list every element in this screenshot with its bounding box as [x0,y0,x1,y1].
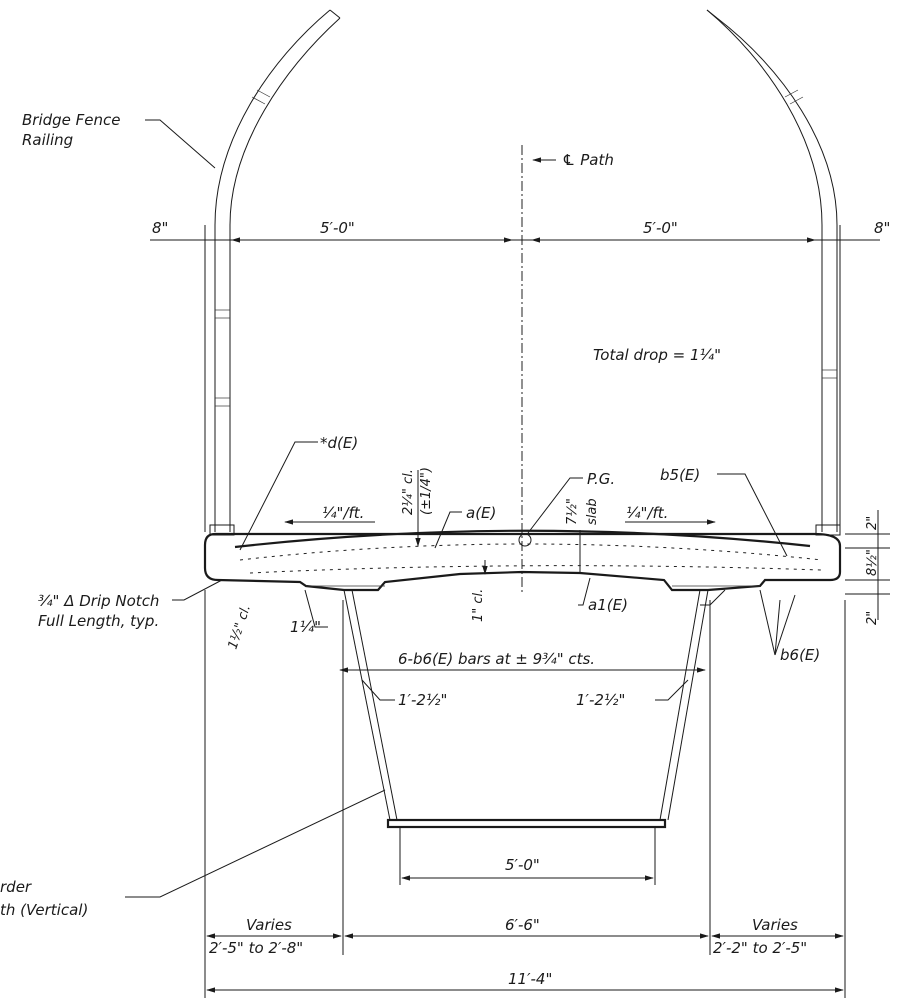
clearance-bottom-label: 1½" cl. [226,603,254,651]
varies-right-label: Varies [752,916,798,934]
slope-left-label: ¼"/ft. [322,504,364,522]
pg-label: P.G. [587,470,615,488]
dim-right-5ft: 5′-0" [643,219,678,237]
drip-notch-label: ¾" Δ Drip Notch [38,592,159,610]
slab-label: slab [585,498,600,525]
dim-2in-bottom: 2" [865,611,880,625]
fence-railing-left [209,9,341,536]
total-drop-label: Total drop = 1¼" [593,346,721,364]
bottom-flange-dim: 5′-0" [505,856,540,874]
slab-thickness-label: 7½" [565,498,580,525]
dim-left-8in: 8" [152,219,168,237]
web-right-label: 1′-2½" [576,691,625,709]
girder-length-label: th (Vertical) [0,901,88,919]
bars-spacing-label: 6-b6(E) bars at ± 9¾" cts. [398,650,595,668]
railing-label: Railing [22,131,73,149]
range-left-label: 2′-5" to 2′-8" [209,939,303,957]
bridge-fence-label: Bridge Fence [22,111,121,129]
dim-right-8in: 8" [874,219,890,237]
full-length-label: Full Length, typ. [38,612,159,630]
girder-label: rder [0,878,32,896]
clearance-tolerance-label: (±1/4") [419,467,434,515]
a-e-label: a(E) [466,504,496,522]
slope-right-label: ¼"/ft. [626,504,668,522]
dim-left-5ft: 5′-0" [320,219,355,237]
leader-lines [125,119,796,898]
dim-6ft6-label: 6′-6" [505,916,540,934]
varies-left-label: Varies [246,916,292,934]
one-inch-cl-label: 1" cl. [471,589,486,622]
web-left-label: 1′-2½" [398,691,447,709]
b5e-label: b5(E) [660,466,700,484]
dim-8-half: 8½" [865,549,880,576]
dimension-lines [150,225,890,998]
fence-railing-right [706,9,841,536]
b6e-label: b6(E) [780,646,820,664]
path-centerline-label: ℄ Path [562,151,614,169]
range-right-label: 2′-2" to 2′-5" [713,939,807,957]
dim-2in-top: 2" [865,516,880,530]
girder [343,589,709,829]
one-quarter-label: 1¼" [290,618,321,636]
clearance-top-label: 2¼" cl. [401,469,416,515]
a1e-label: a1(E) [588,596,628,614]
deck-slab [203,529,842,592]
overall-width-label: 11′-4" [508,970,552,988]
d-e-label: *d(E) [320,434,358,452]
